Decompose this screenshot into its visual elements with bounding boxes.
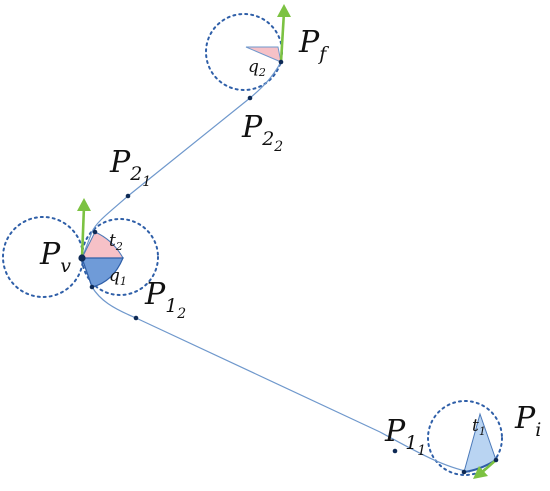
label-p11: P11 [384,414,426,459]
point-p22 [247,95,253,101]
label-t1: t1 [472,416,486,438]
label-t2: t2 [109,231,123,253]
label-p12: P12 [144,277,186,322]
point-q1-end [89,284,95,290]
arrow-final-head [277,4,291,17]
wedge-q2 [245,46,282,63]
point-p11 [392,448,398,454]
label-pf: Pf [298,25,329,65]
point-p12 [133,315,139,321]
point-pi [493,457,499,463]
circle-initial [427,400,503,476]
point-p21 [125,193,131,199]
arrow-via-shaft [80,205,86,259]
point-t1-end [461,469,467,475]
label-p21: P21 [109,145,151,190]
label-q2: q2 [248,57,266,79]
arrow-via-head [77,198,91,211]
arrow-initial-head [473,466,488,479]
label-pi: Pi [514,401,541,441]
arrow-final-shaft [279,11,286,63]
label-p22: P22 [241,110,283,155]
point-pf [278,59,284,65]
point-pv [78,254,86,262]
label-q1: q1 [109,266,127,288]
label-pv: Pv [39,237,71,277]
point-t2-start [92,229,98,235]
trajectory-path [81,61,471,473]
